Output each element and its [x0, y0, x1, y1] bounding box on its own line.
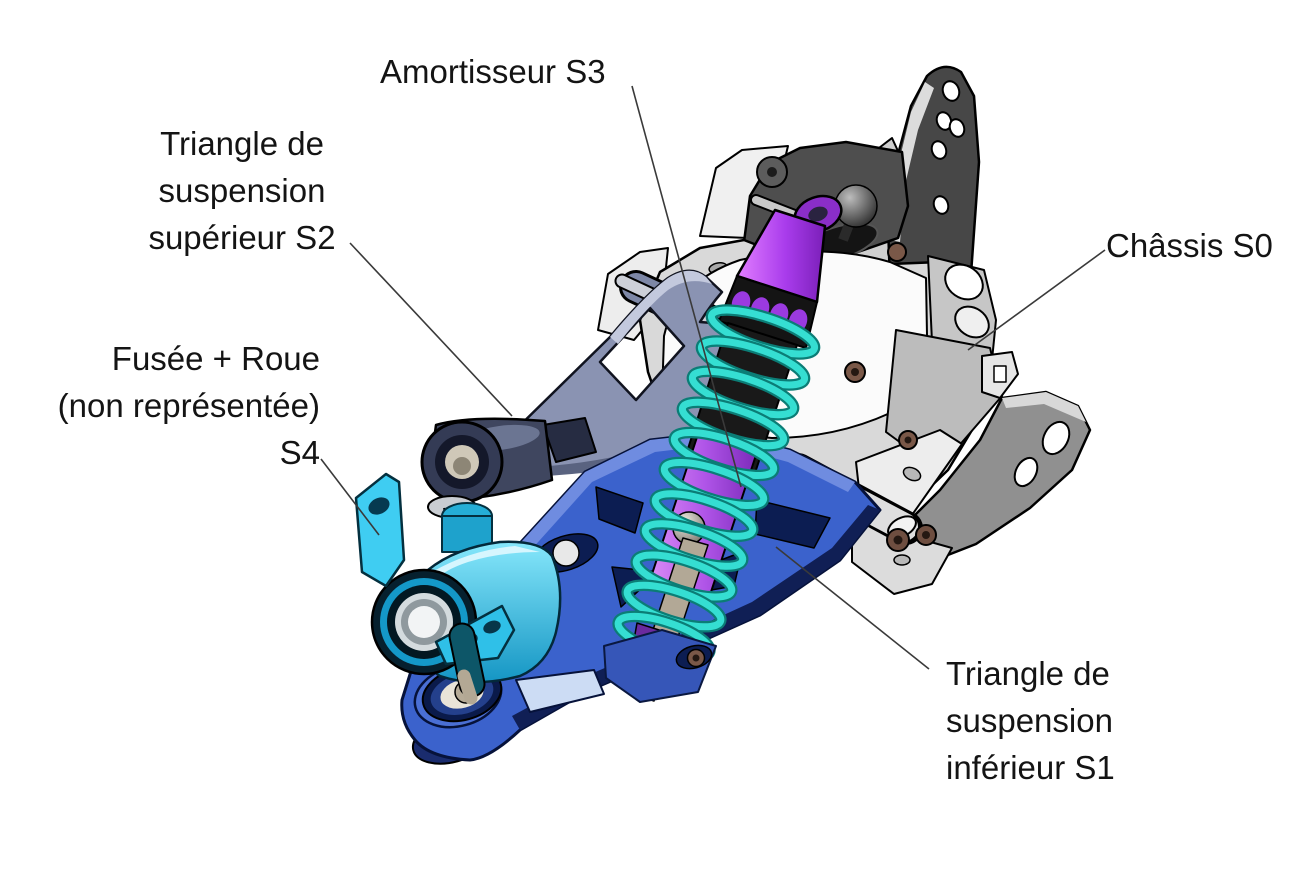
- knuckle-highlight: [432, 546, 540, 580]
- screw: [886, 528, 910, 552]
- wishbone-top-highlight: [610, 270, 712, 344]
- label-line: supérieur S2: [148, 219, 336, 256]
- label-line: Fusée + Roue: [111, 340, 320, 377]
- right-plate-hole: [954, 305, 990, 339]
- arm-inlay: [515, 669, 605, 713]
- label-triangle-inferieur-s1: Triangle de suspension inférieur S1: [946, 650, 1115, 791]
- tower-hole: [941, 80, 961, 102]
- arm-pocket: [595, 486, 644, 534]
- rear-bracket-highlight: [1002, 392, 1086, 422]
- screw: [686, 648, 706, 668]
- leader-fusee-s4: [320, 458, 380, 536]
- label-line: Triangle de: [946, 655, 1110, 692]
- knuckle-upright-tab: [354, 472, 406, 588]
- screw: [844, 361, 866, 383]
- label-chassis-s0: Châssis S0: [1106, 222, 1273, 269]
- lower-arm-bottom-shade: [512, 505, 880, 730]
- bottom-plate-hole: [893, 554, 911, 566]
- kingpin-tip: [457, 669, 478, 705]
- label-line: (non représentée): [57, 387, 320, 424]
- tower-hole: [932, 195, 950, 215]
- leader-lines: [320, 85, 1106, 670]
- bracket-hole: [1013, 456, 1039, 488]
- tri-tab-hole: [483, 620, 501, 634]
- screw: [898, 430, 918, 450]
- lower-arm-socket-patch: [603, 629, 717, 703]
- rod-end-eye-center: [453, 457, 471, 475]
- label-line: Triangle de: [160, 125, 324, 162]
- label-line: inférieur S1: [946, 749, 1115, 786]
- small-bracket-slot: [993, 365, 1007, 383]
- tab-hole: [368, 497, 390, 515]
- screw: [915, 524, 937, 546]
- leader-triangle-inferieur-s1: [775, 546, 930, 670]
- leader-triangle-superieur-s2: [349, 242, 513, 417]
- right-plate-hole: [944, 263, 984, 301]
- label-triangle-superieur-s2: Triangle de suspension supérieur S2: [128, 120, 356, 261]
- label-line: Amortisseur S3: [380, 53, 606, 90]
- brace-lobe-hole: [767, 167, 777, 177]
- label-line: suspension: [158, 172, 326, 209]
- label-line: suspension: [946, 702, 1113, 739]
- tower-hole: [935, 111, 953, 131]
- front-band-hole: [902, 466, 922, 482]
- washer: [887, 242, 907, 262]
- tower-hole: [948, 118, 966, 138]
- label-line: Châssis S0: [1106, 227, 1273, 264]
- bracket-hole: [1041, 420, 1071, 456]
- label-line: S4: [279, 434, 320, 471]
- bearing-bore: [408, 606, 440, 638]
- ballcup: [552, 539, 580, 567]
- shock-eyelet-hole: [808, 206, 828, 222]
- label-amortisseur-s3: Amortisseur S3: [380, 48, 606, 95]
- knuckle-s4-part: [354, 472, 562, 705]
- leader-amortisseur-s3: [631, 85, 742, 488]
- tower-hole: [930, 140, 948, 160]
- label-fusee-roue-s4: Fusée + Roue (non représentée) S4: [16, 335, 320, 476]
- leader-chassis-s0: [967, 249, 1106, 351]
- hex-coupler: [542, 417, 597, 463]
